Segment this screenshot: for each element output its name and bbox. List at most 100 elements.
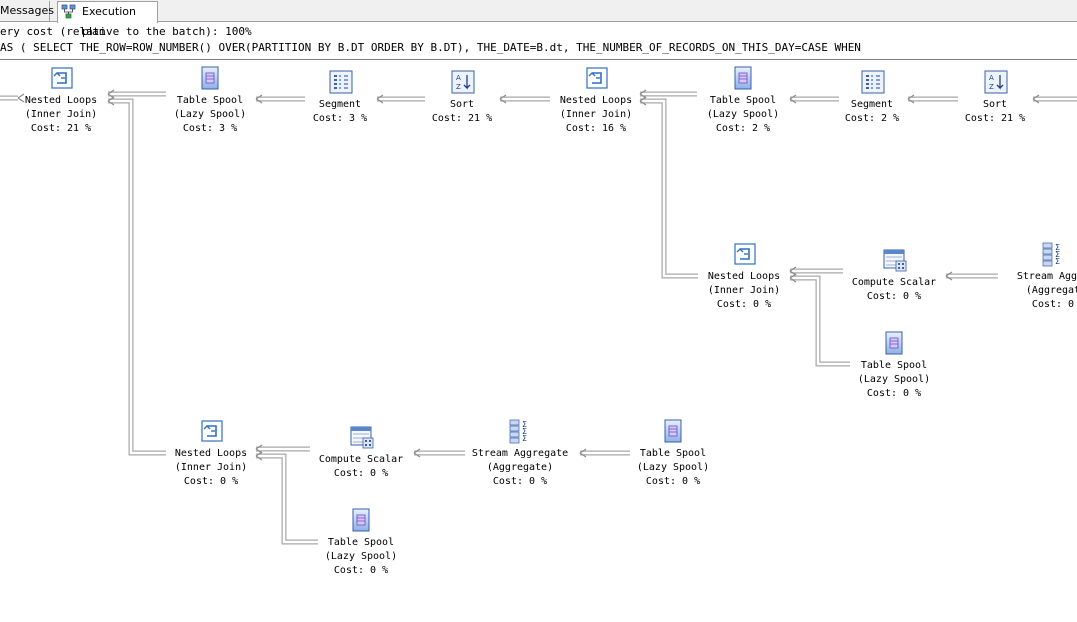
svg-text:A: A <box>456 74 461 82</box>
node-op-label: Table Spool <box>710 95 776 106</box>
node-op-label: Nested Loops <box>175 448 247 459</box>
node-op-label: Segment <box>851 99 893 110</box>
node-op-label: Sort <box>983 99 1007 110</box>
plan-node-n2[interactable]: Table Spool(Lazy Spool)Cost: 3 % <box>174 66 246 134</box>
node-op-label: Sort <box>450 99 474 110</box>
svg-text:Σ: Σ <box>522 420 527 429</box>
node-sub-label: (Lazy Spool) <box>325 551 397 562</box>
node-cost-label: Cost: 0 % <box>646 476 700 487</box>
node-cost-label: Cost: 21 % <box>432 113 492 124</box>
connector-n13-n1 <box>107 96 166 456</box>
connector-n17-n13 <box>255 451 318 545</box>
connector-n14-n13 <box>255 444 310 454</box>
connector-n2-n1 <box>107 89 166 99</box>
query-text: AS ( SELECT THE_ROW=ROW_NUMBER() OVER(PA… <box>0 41 861 54</box>
plan-node-n6[interactable]: Table Spool (Lazy Spool) Cost: 2 % <box>707 66 779 134</box>
connector-n10-n9 <box>789 266 843 276</box>
tab-bar: Messages Execution plan <box>0 0 1077 38</box>
plan-node-n12[interactable]: Table Spool (Lazy Spool) Cost: 0 % <box>858 331 930 399</box>
execution-plan-icon <box>61 4 76 19</box>
node-sub-label: (Aggregate) <box>487 462 553 473</box>
segment-icon <box>329 70 353 94</box>
svg-text:A: A <box>989 74 994 82</box>
plan-node-n17[interactable]: Table Spool (Lazy Spool) Cost: 0 % <box>325 508 397 576</box>
segment-icon <box>861 70 885 94</box>
stream-aggregate-icon: ΣΣΣ <box>509 419 527 444</box>
connector-n8-n7 <box>907 94 958 104</box>
table-spool-icon <box>885 331 903 355</box>
plan-node-n16[interactable]: Table Spool(Lazy Spool)Cost: 0 % <box>637 419 709 487</box>
node-cost-label: Cost: 16 % <box>566 123 626 134</box>
node-sub-label: (Inner Join) <box>560 109 632 120</box>
node-cost-label: Cost: 0 % <box>867 291 921 302</box>
stream-aggregate-icon: ΣΣΣ <box>1042 242 1060 267</box>
connector-n4-n3 <box>376 94 425 104</box>
table-spool-icon <box>664 419 682 443</box>
node-op-label: Table Spool <box>640 448 706 459</box>
node-op-label: Nested Loops <box>560 95 632 106</box>
plan-node-n1[interactable]: Nested Loops (Inner Join) Cost: 21 % <box>25 67 97 134</box>
node-cost-label: Cost: 3 % <box>183 123 237 134</box>
nested-loops-icon <box>201 420 223 442</box>
connector-n9-n5 <box>639 96 698 279</box>
tab-execution-plan[interactable]: Execution plan <box>57 1 158 38</box>
node-cost-label: Cost: 2 % <box>845 113 899 124</box>
node-op-label: Nested Loops <box>708 271 780 282</box>
svg-text:Σ: Σ <box>522 434 527 443</box>
node-op-label: Compute Scalar <box>852 277 936 288</box>
connector-n16-n15 <box>579 448 630 458</box>
nested-loops-icon <box>734 243 756 265</box>
connector-left-edge <box>0 93 25 103</box>
node-cost-label: Cost: 21 % <box>965 113 1025 124</box>
tab-messages[interactable]: Messages <box>0 1 54 22</box>
node-op-label: Table Spool <box>177 95 243 106</box>
plan-node-n9[interactable]: Nested Loops (Inner Join) Cost: 0 % <box>708 243 780 310</box>
connector-n3-n2 <box>255 94 305 104</box>
node-cost-label: Cost: 0 % <box>334 468 388 479</box>
plan-node-n5[interactable]: Nested Loops (Inner Join) Cost: 16 % <box>560 67 632 134</box>
node-op-label: Table Spool <box>861 360 927 371</box>
node-op-label: Segment <box>319 99 361 110</box>
tab-execution-plan-label: Execution plan <box>82 5 136 38</box>
connector-n7-n6 <box>789 94 839 104</box>
execution-plan-diagram: Nested Loops (Inner Join) Cost: 21 % Table … <box>0 66 1077 576</box>
node-cost-label: Cost: 0 % <box>717 299 771 310</box>
node-cost-label: Cost: 0 % <box>867 388 921 399</box>
node-cost-label: Cost: 0 % <box>334 565 388 576</box>
connector-n11-n10 <box>945 271 998 281</box>
table-spool-icon <box>352 508 370 532</box>
connector-n15-n14 <box>413 448 465 458</box>
connector-n6-n5 <box>639 89 697 99</box>
plan-node-n13[interactable]: Nested Loops (Inner Join) Cost: 0 % <box>175 420 247 487</box>
node-op-label: Stream Aggregate <box>472 448 568 459</box>
connector-n12-n9 <box>789 273 850 367</box>
node-op-label: Compute Scalar <box>319 454 403 465</box>
connector-right-edge <box>1032 94 1077 104</box>
table-spool-icon <box>734 66 752 90</box>
node-sub-label: (Inner Join) <box>708 285 780 296</box>
svg-text:Σ: Σ <box>1055 257 1060 266</box>
node-op-label: Table Spool <box>328 537 394 548</box>
nested-loops-icon <box>51 67 73 89</box>
node-cost-label: Cost: 2 % <box>716 123 770 134</box>
node-cost-label: Cost: 21 % <box>31 123 91 134</box>
plan-connectors <box>0 89 1077 545</box>
node-sub-label: (Inner Join) <box>175 462 247 473</box>
node-sub-label: (Inner Join) <box>25 109 97 120</box>
header-divider <box>0 59 1077 60</box>
node-cost-label: Cost: 0 % <box>184 476 238 487</box>
sort-icon: AZ <box>984 70 1008 94</box>
node-sub-label: (Lazy Spool) <box>707 109 779 120</box>
node-op-label: Nested Loops <box>25 95 97 106</box>
svg-text:Z: Z <box>456 83 461 91</box>
node-sub-label: (Lazy Spool) <box>858 374 930 385</box>
node-sub-label: (Aggregat <box>1026 285 1077 296</box>
